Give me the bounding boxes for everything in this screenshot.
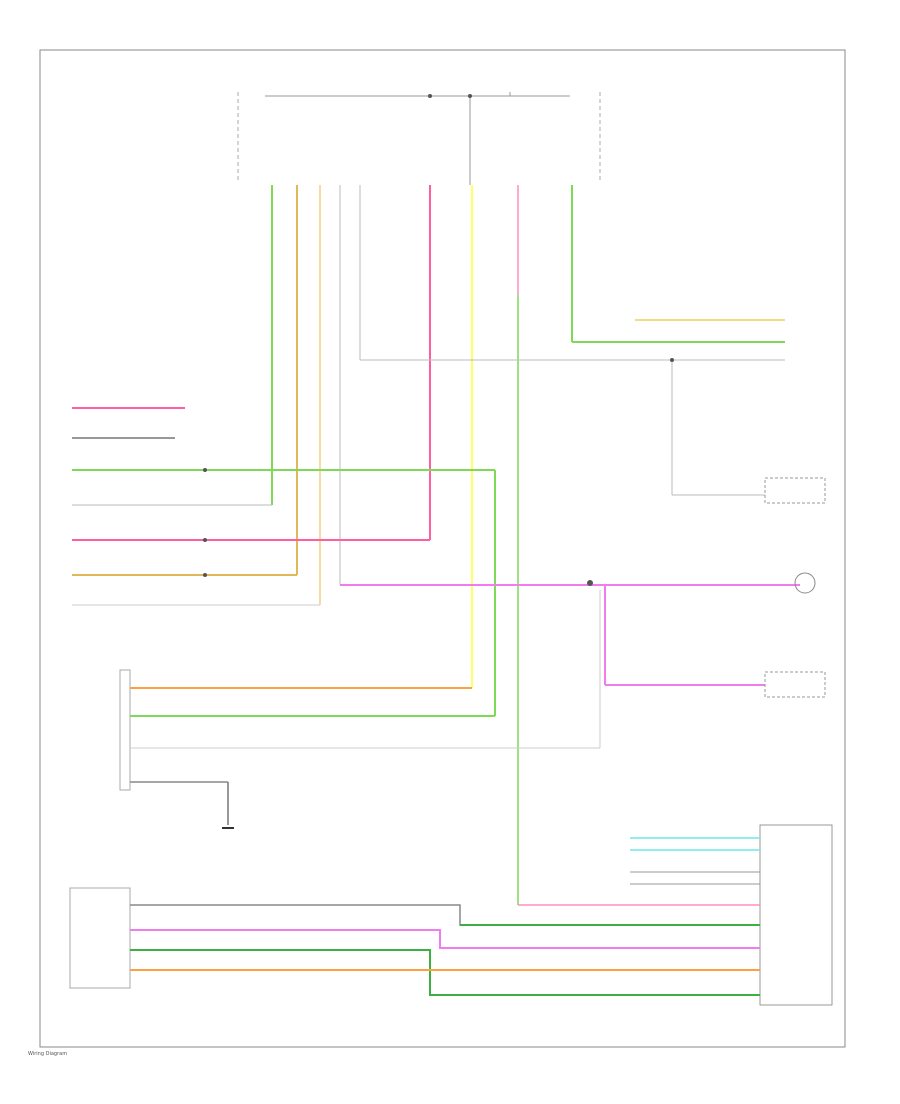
splice-point bbox=[428, 94, 432, 98]
wire-magenta-bottom bbox=[130, 929, 760, 949]
module-connector-bottom bbox=[69, 887, 131, 989]
footer-label: Wiring Diagram bbox=[28, 1051, 67, 1057]
lamp-symbol bbox=[794, 572, 816, 594]
wire-green-bottom bbox=[130, 949, 760, 996]
module-connector-mid bbox=[119, 669, 131, 791]
sensor-connector bbox=[764, 477, 826, 504]
splice-point bbox=[203, 573, 207, 577]
splice-point bbox=[203, 538, 207, 542]
splice-point bbox=[587, 580, 593, 586]
diagram-frame bbox=[39, 49, 846, 1048]
splice-point bbox=[203, 468, 207, 472]
splice-point bbox=[670, 358, 674, 362]
splice-point bbox=[468, 94, 472, 98]
switch-connector bbox=[764, 671, 826, 698]
wire-gray-bottom bbox=[130, 904, 760, 926]
control-module-right bbox=[759, 824, 833, 1006]
